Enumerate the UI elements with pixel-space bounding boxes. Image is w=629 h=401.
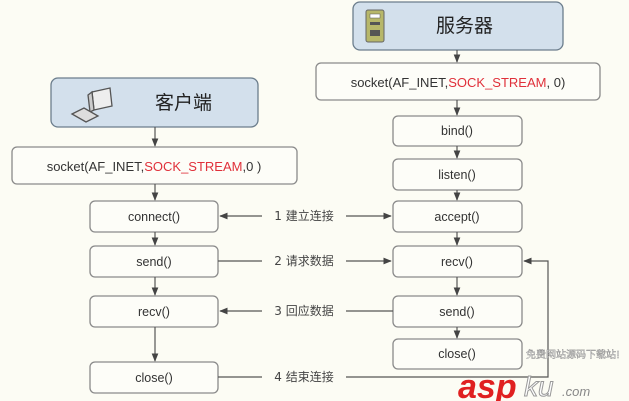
- server-step-recv: recv(): [392, 245, 523, 278]
- step-label: close(): [438, 347, 476, 361]
- watermark-brand-gray: ku: [524, 371, 554, 401]
- step-label: bind(): [441, 124, 473, 138]
- server-step-accept: accept(): [392, 200, 523, 233]
- connection-close: 4 结束连接: [218, 257, 549, 384]
- server-socket-box: socket(AF_INET,SOCK_STREAM, 0): [315, 62, 601, 101]
- server-icon: [365, 9, 385, 43]
- client-step-send: send(): [89, 245, 219, 278]
- step-label: close(): [135, 371, 173, 385]
- client-socket-box: socket(AF_INET,SOCK_STREAM,0 ): [11, 146, 298, 185]
- watermark-brand-red: asp: [458, 368, 517, 401]
- connection-label: 2 请求数据: [274, 253, 333, 268]
- connection-establish: 1 建立连接: [219, 208, 392, 223]
- client-socket-call: socket(AF_INET,SOCK_STREAM,0 ): [47, 159, 262, 174]
- connection-label: 3 回应数据: [274, 303, 333, 318]
- watermark-domain: .com: [562, 384, 590, 399]
- server-title: 服务器: [436, 15, 493, 37]
- watermark-tagline: 免费网站源码下载站!: [526, 348, 620, 361]
- connection-response: 3 回应数据: [219, 303, 393, 318]
- connection-label: 1 建立连接: [274, 208, 333, 223]
- connection-label: 4 结束连接: [274, 369, 333, 384]
- client-step-connect: connect(): [89, 200, 219, 233]
- step-label: recv(): [138, 305, 170, 319]
- client-title: 客户端: [155, 92, 212, 114]
- step-label: recv(): [441, 255, 473, 269]
- server-step-send: send(): [392, 295, 523, 328]
- step-label: connect(): [128, 210, 180, 224]
- server-header: 服务器: [352, 1, 564, 51]
- client-step-recv: recv(): [89, 295, 219, 328]
- client-step-close: close(): [89, 361, 219, 394]
- server-step-close: close(): [392, 338, 523, 370]
- server-step-listen: listen(): [392, 158, 523, 191]
- step-label: accept(): [434, 210, 479, 224]
- step-label: listen(): [438, 168, 476, 182]
- connection-request: 2 请求数据: [218, 253, 392, 268]
- step-label: send(): [439, 305, 474, 319]
- step-label: send(): [136, 255, 171, 269]
- watermark-logo: 免费网站源码下载站! asp ku .com: [458, 348, 620, 401]
- server-step-bind: bind(): [392, 115, 523, 147]
- client-header: 客户端: [50, 77, 259, 128]
- server-socket-call: socket(AF_INET,SOCK_STREAM, 0): [351, 75, 566, 90]
- computer-icon: [70, 87, 113, 123]
